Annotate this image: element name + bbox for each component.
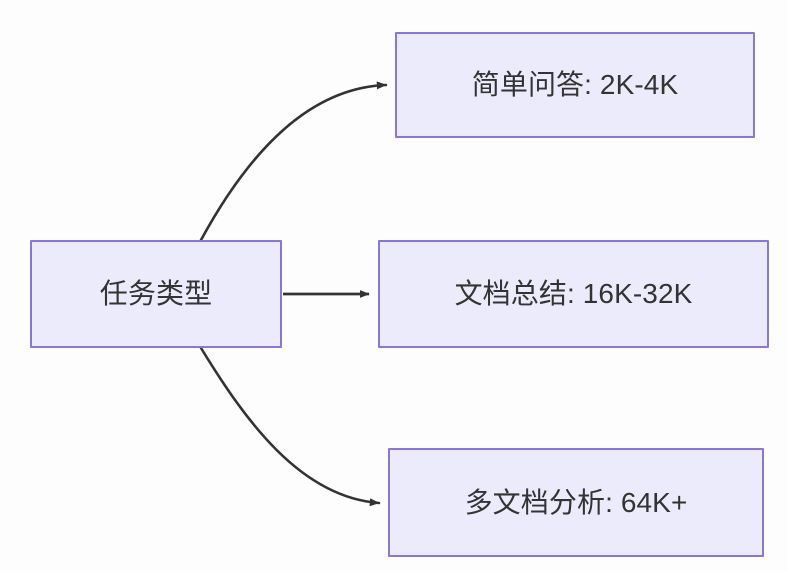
- node-task-type[interactable]: 任务类型: [30, 240, 282, 348]
- node-simple-qa-label: 简单问答: 2K-4K: [471, 69, 679, 101]
- node-doc-summary[interactable]: 文档总结: 16K-32K: [378, 240, 769, 348]
- node-doc-summary-label: 文档总结: 16K-32K: [454, 278, 693, 310]
- edge-source-to-simple-qa: [199, 81, 388, 242]
- node-simple-qa[interactable]: 简单问答: 2K-4K: [395, 32, 755, 138]
- node-task-type-label: 任务类型: [99, 278, 213, 310]
- edge-source-to-multi-doc: [199, 346, 381, 507]
- node-multi-doc-analysis-label: 多文档分析: 64K+: [464, 486, 688, 518]
- node-multi-doc-analysis[interactable]: 多文档分析: 64K+: [388, 448, 764, 557]
